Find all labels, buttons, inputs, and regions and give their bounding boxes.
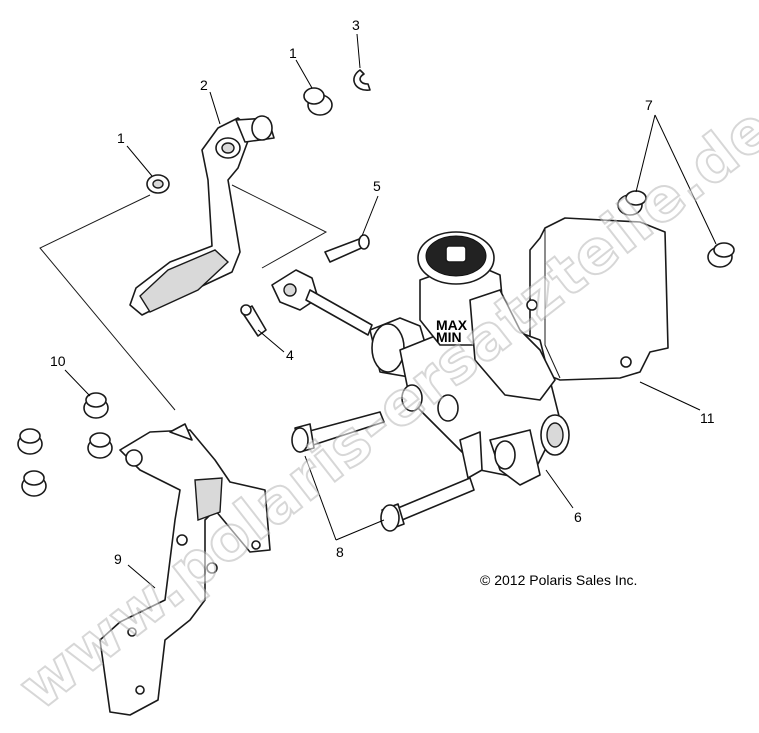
assembly-guide-lines: [39, 184, 328, 411]
callout-11: 11: [700, 410, 715, 426]
callout-3: 3: [352, 17, 360, 33]
callout-1-top: 1: [289, 45, 297, 61]
bushing-1-top: [303, 87, 333, 116]
callout-4: 4: [286, 347, 294, 363]
master-cylinder-6: MAX MIN: [369, 231, 570, 486]
brake-pedal-2: [129, 115, 275, 316]
callout-2: 2: [200, 77, 208, 93]
clevis-pin-5: [324, 234, 370, 263]
callout-9: 9: [114, 551, 122, 567]
bushing-1-left: [146, 174, 170, 194]
nuts-10: [17, 392, 113, 497]
nuts-7: [617, 190, 735, 268]
lower-bracket-9: [99, 423, 271, 716]
reservoir-max-label: MAX: [436, 317, 468, 333]
callout-5: 5: [373, 178, 381, 194]
cotter-pin-4: [240, 304, 267, 337]
bolts-8: [291, 411, 475, 532]
callout-10: 10: [50, 353, 66, 369]
leader-lines: [64, 33, 717, 589]
clevis-push-rod: [271, 269, 373, 336]
callout-8: 8: [336, 544, 344, 560]
watermark: www.polaris-ersatzteile.de: [6, 93, 759, 724]
reservoir-min-label: MIN: [436, 329, 462, 345]
e-clip-3: [353, 69, 371, 91]
callout-labels: 1 3 2 1 5 4 7 10 6 11 8 9: [50, 17, 715, 567]
callout-1-left: 1: [117, 130, 125, 146]
callout-7: 7: [645, 97, 653, 113]
callout-6: 6: [574, 509, 582, 525]
copyright-notice: © 2012 Polaris Sales Inc.: [480, 572, 637, 588]
